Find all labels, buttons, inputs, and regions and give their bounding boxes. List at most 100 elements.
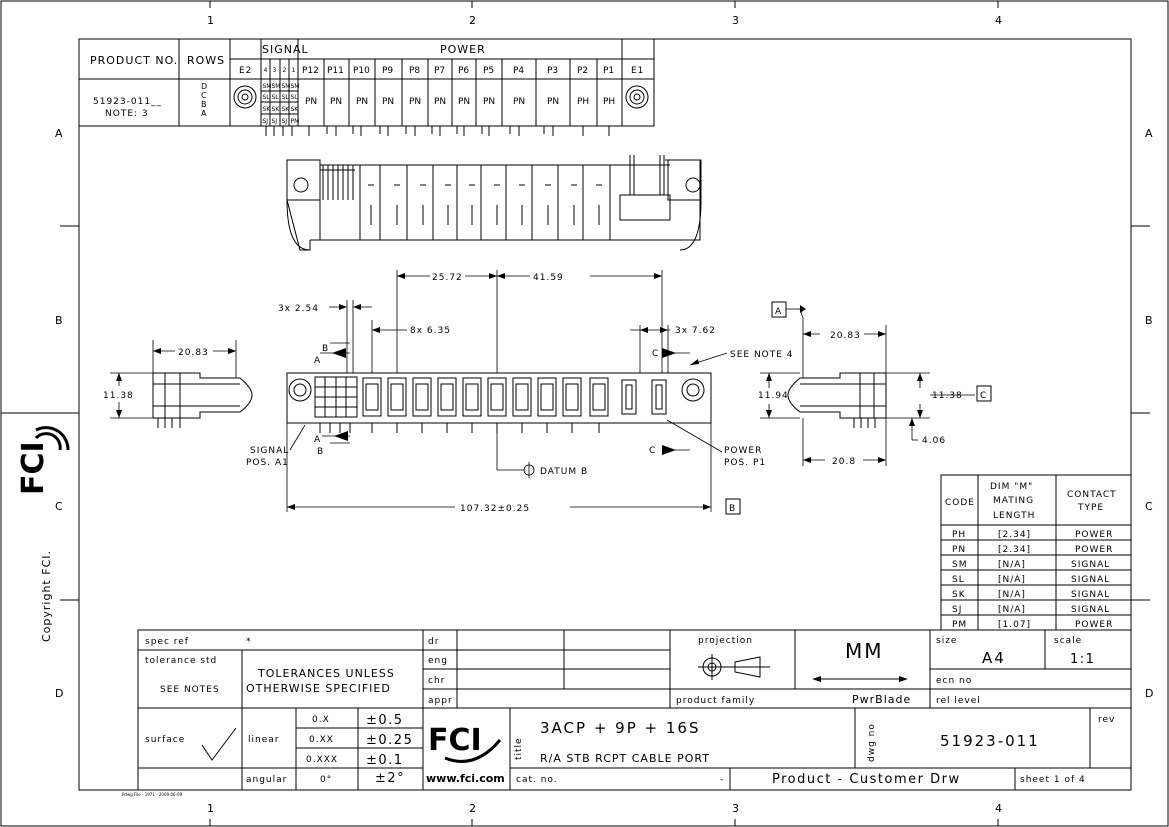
zone-col-1: 1 <box>207 14 215 27</box>
dim-right-20-83: 20.83 <box>830 331 861 341</box>
dim-right-20-8: 20.8 <box>832 457 856 467</box>
signal-contact-code: SL <box>263 94 271 101</box>
code-table-h-dim3: LENGTH <box>993 511 1035 521</box>
scale-value: 1:1 <box>1070 652 1095 667</box>
datum-b-ref-box: B <box>725 498 741 515</box>
product-family-value: PwrBlade <box>852 693 911 706</box>
power-contact-code: PN <box>382 97 394 107</box>
power-col-header: P7 <box>434 66 445 76</box>
front-dimension-lines <box>286 270 728 512</box>
dim-41-59: 41.59 <box>533 273 564 283</box>
fci-logo: FCI <box>428 723 482 758</box>
fci-side-logo: FCI <box>16 441 51 495</box>
code-table-h-ct1: CONTACT <box>1067 490 1117 500</box>
left-side-arrowheads <box>116 348 236 418</box>
code-table-type: SIGNAL <box>1071 575 1110 585</box>
svg-text:FCI: FCI <box>16 441 51 495</box>
datum-a-ref-box: A <box>771 301 787 318</box>
signal-contact-code: SK <box>272 106 281 113</box>
code-table-type: SIGNAL <box>1071 605 1110 615</box>
product-note: NOTE: 3 <box>105 109 149 119</box>
connector-iso-view <box>286 155 702 251</box>
power-col-header: P3 <box>547 66 558 76</box>
section-a-bottom: A <box>314 435 321 445</box>
dim-25-72: 25.72 <box>432 273 463 283</box>
power-pos-label-2: POS. P1 <box>724 458 766 468</box>
zone-row-b-right: B <box>1145 314 1154 327</box>
svg-text:A: A <box>775 307 782 317</box>
signal-contact-code: SL <box>282 94 290 101</box>
power-contact-code: PN <box>305 97 317 107</box>
power-contact-code: PN <box>409 97 421 107</box>
col-e2: E2 <box>239 66 252 76</box>
spec-ref-label: spec ref <box>145 637 189 647</box>
dim-right-11-38: 11.38 <box>932 391 963 401</box>
section-b-top: B <box>322 344 329 354</box>
size-label: size <box>936 636 957 646</box>
datum-c-ref-box: C <box>976 385 992 402</box>
title-line-2: R/A STB RCPT CABLE PORT <box>540 752 710 765</box>
zone-row-d-right: D <box>1145 687 1154 700</box>
zone-col-3-bottom: 3 <box>732 802 740 815</box>
col-e1: E1 <box>631 66 644 76</box>
footer-file: Pdwg File - 1971 - 2009-06-09 <box>122 792 183 797</box>
contact-table <box>78 38 655 136</box>
zone-row-c: C <box>55 500 64 513</box>
dwg-no-value: 51923-011 <box>940 732 1040 750</box>
code-table-type: POWER <box>1075 620 1113 630</box>
row-letter: B <box>201 100 207 109</box>
right-side-arrowheads <box>766 305 923 463</box>
projection-label: projection <box>698 636 753 646</box>
col-signal: SIGNAL <box>262 43 309 56</box>
connector-left-side-view <box>152 372 253 428</box>
code-table-type: POWER <box>1075 545 1113 555</box>
code-table-length: [N/A] <box>998 605 1026 615</box>
zone-row-a: A <box>55 127 64 140</box>
product-number: 51923-011__ <box>93 97 162 107</box>
dwg-no-label: dwg no <box>867 723 877 762</box>
code-table <box>940 474 1132 631</box>
dim-right-4-06: 4.06 <box>922 436 946 446</box>
power-col-header: P8 <box>409 66 420 76</box>
cat-no-label: cat. no. <box>516 775 558 785</box>
signal-contact-code: SM <box>272 83 281 90</box>
mm-arrowheads <box>812 676 908 682</box>
angular-value: 0° <box>320 775 332 785</box>
power-contact-code: PH <box>577 97 589 107</box>
rel-level-label: rel level <box>936 696 981 706</box>
signal-contact-code: SK <box>291 106 300 113</box>
signal-contact-code: SJ <box>282 118 288 125</box>
title-block <box>137 629 1132 791</box>
zone-row-b: B <box>55 314 64 327</box>
signal-col-number: 3 <box>273 67 277 74</box>
signal-contact-code: SL <box>272 94 280 101</box>
code-table-code: PM <box>952 620 967 630</box>
code-table-length: [N/A] <box>998 590 1026 600</box>
power-col-header: P4 <box>513 66 524 76</box>
appr-label: appr <box>428 696 453 706</box>
section-c-bottom: C <box>649 446 656 456</box>
code-table-h-dim1: DIM "M" <box>990 482 1033 492</box>
section-b-bottom: B <box>317 447 324 457</box>
power-col-header: P11 <box>327 66 344 76</box>
units-label: MM <box>845 639 884 663</box>
row-letter: A <box>201 109 207 118</box>
power-col-header: P12 <box>302 66 319 76</box>
code-table-code: PH <box>952 530 966 540</box>
code-table-type: SIGNAL <box>1071 560 1110 570</box>
code-table-h-code: CODE <box>945 498 975 508</box>
signal-contact-code: SM <box>263 83 272 90</box>
power-col-header: P1 <box>603 66 614 76</box>
angular-label: angular <box>246 775 287 785</box>
sheet-number: sheet 1 of 4 <box>1020 775 1086 785</box>
power-col-header: P10 <box>353 66 370 76</box>
signal-pos-label-2: POS. A1 <box>246 458 289 468</box>
tolerance-precision: 0.X <box>312 715 330 725</box>
zone-row-d: D <box>55 687 64 700</box>
scale-label: scale <box>1054 636 1082 646</box>
power-col-header: P5 <box>483 66 494 76</box>
signal-contact-code: SM <box>291 83 300 90</box>
